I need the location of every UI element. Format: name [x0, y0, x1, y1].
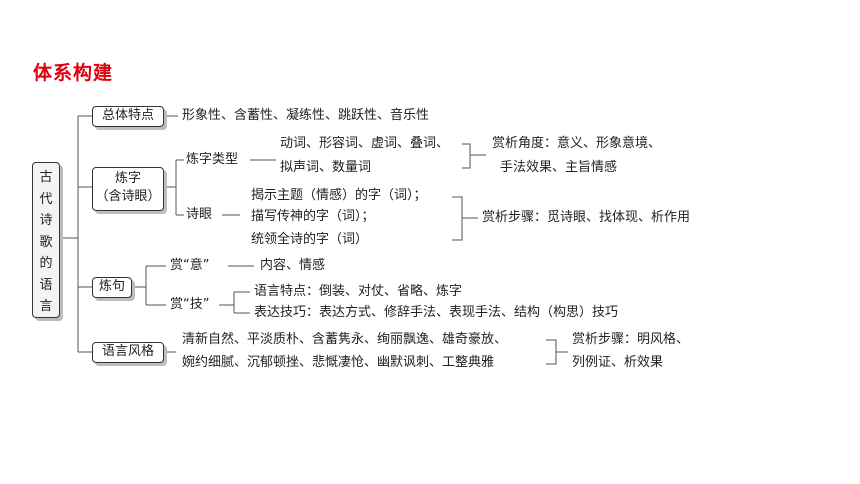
sentence-skill-label: 赏“技” [170, 297, 210, 312]
eye-item-3: 统领全诗的字（词） [251, 232, 369, 247]
sentence-meaning-content: 内容、情感 [260, 258, 326, 273]
word-type-items-2: 拟声词、数量词 [280, 160, 372, 175]
style-steps-1: 赏析步骤：明风格、 [572, 332, 690, 347]
eye-item-1: 揭示主题（情感）的字（词）； [251, 188, 427, 203]
root-node: 古代诗歌的语言 [32, 162, 60, 318]
style-list-2: 婉约细腻、沉郁顿挫、悲慨凄怆、幽默讽刺、工整典雅 [182, 355, 495, 370]
word-type-items-1: 动词、形容词、虚词、叠词、 [280, 136, 450, 151]
sentence-label: 炼句 [98, 279, 125, 294]
style-node: 语言风格 [92, 342, 164, 363]
eye-steps: 赏析步骤：觅诗眼、找体现、析作用 [482, 210, 691, 225]
word-sublabel: （含诗眼） [95, 189, 161, 204]
word-label: 炼字 [114, 171, 141, 186]
features-label: 总体特点 [101, 108, 154, 123]
sentence-skill-techniques: 表达技巧：表达方式、修辞手法、表现手法、结构（构思）技巧 [254, 305, 619, 320]
style-steps-2: 列例证、析效果 [572, 355, 664, 370]
section-title: 体系构建 [33, 62, 114, 84]
features-node: 总体特点 [92, 106, 164, 127]
word-type-appreciation-1: 赏析角度：意义、形象意境、 [492, 136, 662, 151]
sentence-meaning-label: 赏“意” [170, 258, 210, 273]
eye-label: 诗眼 [186, 207, 213, 222]
style-label: 语言风格 [101, 344, 154, 359]
word-type-appreciation-2: 手法效果、主旨情感 [500, 160, 618, 175]
style-list-1: 清新自然、平淡质朴、含蓄隽永、绚丽飘逸、雄奇豪放、 [182, 332, 508, 347]
sentence-node: 炼句 [92, 277, 132, 298]
features-content: 形象性、含蓄性、凝练性、跳跃性、音乐性 [182, 108, 430, 123]
root-label: 古代诗歌的语言 [39, 170, 53, 314]
eye-item-2: 描写传神的字（词）； [251, 209, 375, 224]
sentence-skill-features: 语言特点：倒装、对仗、省略、炼字 [254, 284, 463, 299]
word-type-label: 炼字类型 [186, 152, 239, 167]
word-node: 炼字 （含诗眼） [92, 167, 164, 211]
